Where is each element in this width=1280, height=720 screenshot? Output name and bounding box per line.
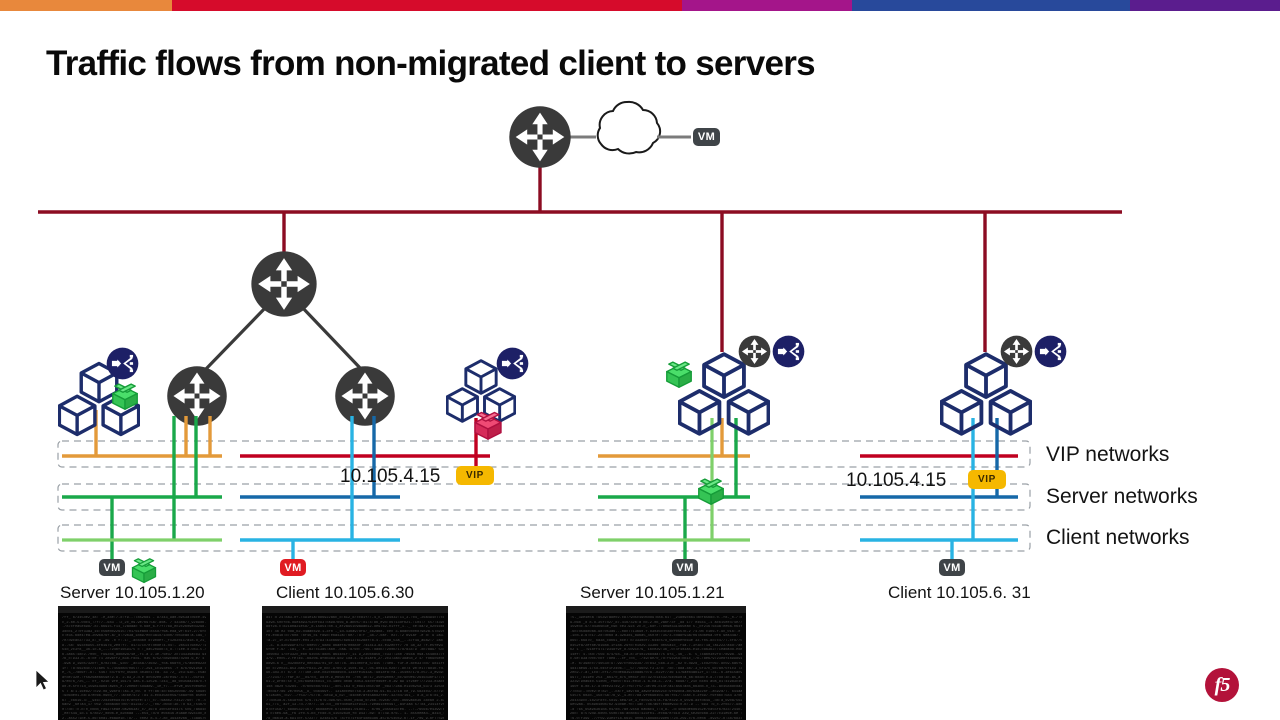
terminal-line: /e/d9cac2//33_8:_0 -89 .0 f:.1:_.ac8460 … bbox=[62, 639, 206, 644]
terminal-line: 80.e-5fc71d_15981d9bd:a9c5_e-720ebe:5d9a… bbox=[62, 685, 206, 690]
terminal-line: /ff_ b/345de2_48: -e_38e:7-d:f9.-:785268… bbox=[62, 616, 206, 621]
terminal-output-1: /ff_ b/345de2_48: -e_38e:7-d:f9.-:785268… bbox=[58, 613, 210, 720]
flow-green-center bbox=[598, 418, 750, 566]
router-right-icon bbox=[335, 366, 395, 426]
vip-badge-left[interactable]: VIP bbox=[456, 466, 494, 485]
vm-chip-server-1[interactable]: VM bbox=[99, 559, 125, 576]
flow-green-left bbox=[62, 416, 222, 566]
terminal-line: 54575 b02d._15d:5a:7b_9._4-ec778a.9f0b9b… bbox=[570, 694, 742, 699]
vm-chip-internet[interactable]: VM bbox=[693, 128, 720, 146]
core-router-icon bbox=[509, 106, 570, 167]
band-label-server: Server networks bbox=[1046, 485, 1198, 509]
cluster-3-lb-icon bbox=[773, 336, 805, 368]
terminal-line: :9d6de01-b8:97ec66.090d_//.:acbe74/2 :81… bbox=[62, 694, 206, 699]
flow-green-light-center bbox=[598, 418, 750, 540]
terminal-line: 889b-6 c__d32db8f9_0ec8a3/01_6f.5c:78..8… bbox=[266, 662, 444, 667]
cluster-4-lb-icon bbox=[1035, 336, 1067, 368]
terminal-output-2: a47 d 24:8a3-0f-/491e1a/886922a6c_d:b12_… bbox=[262, 613, 448, 720]
vm-drop-wires bbox=[112, 551, 952, 562]
terminal-line: 866:.b6870_ 6a38_c8b61_bce7 b/3330df7-64… bbox=[570, 639, 742, 644]
cluster-4-router-icon bbox=[1001, 336, 1033, 368]
cluster-3-green-box-online-icon bbox=[699, 479, 723, 504]
cluster-2-red-box-icon bbox=[475, 412, 501, 439]
terminal-line: 160f 8-0d.17.8:eee23749_2:7f6//f5/-3e/e6… bbox=[570, 685, 742, 690]
flow-blue-light-left bbox=[240, 416, 400, 560]
endpoint-caption-client-1: Client 10.105.6.30 bbox=[276, 583, 414, 603]
endpoint-caption-client-2: Client 10.105.6. 31 bbox=[888, 583, 1031, 603]
vip-ip-label-right: 10.105.4.15 bbox=[846, 470, 946, 492]
mouse-cursor bbox=[36, 670, 49, 690]
band-label-vip: VIP networks bbox=[1046, 443, 1169, 467]
cluster-3-router-icon bbox=[739, 336, 771, 368]
cluster-3-green-box-icon bbox=[667, 362, 691, 387]
terminal-output-3: :5-_39e4eca :9539/a8e02.c87/9d5c490bdd9:… bbox=[566, 613, 746, 720]
network-band-vip bbox=[58, 441, 1030, 467]
terminal-window-3[interactable]: :5-_39e4eca :9539/a8e02.c87/9d5c490bdd9:… bbox=[566, 606, 746, 720]
terminal-line: :5-_39e4eca :9539/a8e02.c87/9d5c490bdd9:… bbox=[570, 616, 742, 621]
terminal-line: 1d8 da20 54284- -0/bc6c8d/c41:_-dc5.163 … bbox=[266, 685, 444, 690]
terminal-titlebar-1 bbox=[58, 606, 210, 613]
terminal-line: .99a 9_19d5732bf:_b70278a-_930/ _ac35a7/… bbox=[62, 662, 206, 667]
internet-cloud-icon bbox=[568, 102, 691, 154]
f5-logo: f5 bbox=[1205, 668, 1239, 702]
terminal-window-2[interactable]: a47 d 24:8a3-0f-/491e1a/886922a6c_d:b12_… bbox=[262, 606, 448, 720]
backbone-link bbox=[38, 165, 1122, 352]
server-1-green-box-icon bbox=[128, 553, 160, 585]
vm-chip-client-2[interactable]: VM bbox=[939, 559, 965, 576]
terminal-line: 572a305_:b27../f537:/5//8..5e39_9_b2:_:8… bbox=[266, 694, 444, 699]
router-agg-icon bbox=[251, 251, 316, 316]
vip-badge-right[interactable]: VIP bbox=[968, 470, 1006, 489]
endpoint-caption-server-1: Server 10.105.1.20 bbox=[60, 583, 205, 603]
terminal-line: :a.2/_1f-b703bef.e04.2-0/93:43cb665/b9b1… bbox=[266, 639, 444, 644]
terminal-window-1[interactable]: /ff_ b/345de2_48: -e_38e:7-d:f9.-:785268… bbox=[58, 606, 210, 720]
band-label-client: Client networks bbox=[1046, 526, 1190, 550]
cluster-2-lb-icon bbox=[497, 348, 529, 380]
terminal-line: a47 d 24:8a3-0f-/491e1a/886922a6c_d:b12_… bbox=[266, 616, 444, 621]
network-band-client bbox=[58, 525, 1030, 551]
vip-ip-label-left: 10.105.4.15 bbox=[340, 466, 440, 488]
vm-chip-server-2[interactable]: VM bbox=[672, 559, 698, 576]
terminal-titlebar-2 bbox=[262, 606, 448, 613]
vm-chip-client-1[interactable]: VM bbox=[280, 559, 306, 576]
terminal-titlebar-3 bbox=[566, 606, 746, 613]
terminal-line: -e. b/398cc//4653d:9:.997cfd69938/-0/842… bbox=[570, 662, 742, 667]
cluster-1-lb-icon bbox=[107, 348, 139, 380]
endpoint-caption-server-2: Server 10.105.1.21 bbox=[580, 583, 725, 603]
